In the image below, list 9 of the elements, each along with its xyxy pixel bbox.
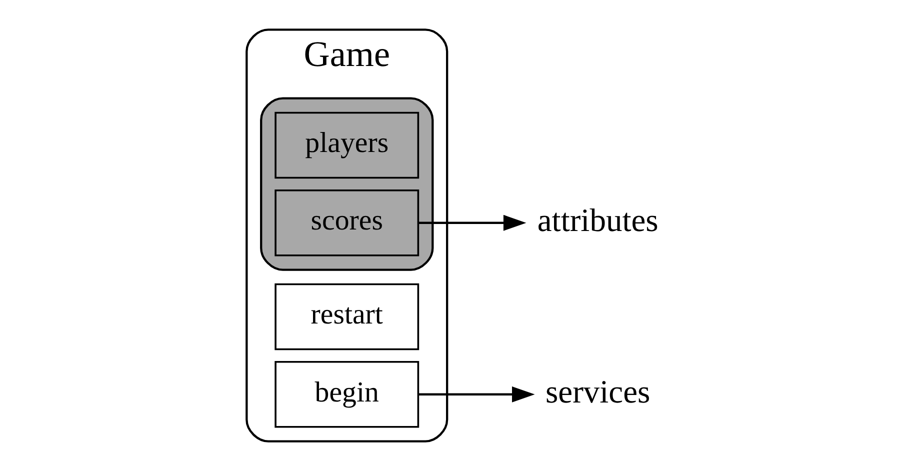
cluster <box>260 97 434 271</box>
node-text: attributes <box>536 202 658 239</box>
node-box: players <box>274 112 419 179</box>
arrow <box>418 386 534 402</box>
node-text: services <box>545 374 650 410</box>
arrow <box>418 214 526 231</box>
node-box: scores <box>274 189 419 256</box>
node-box: begin <box>274 360 419 428</box>
node-box: restart <box>274 283 419 350</box>
